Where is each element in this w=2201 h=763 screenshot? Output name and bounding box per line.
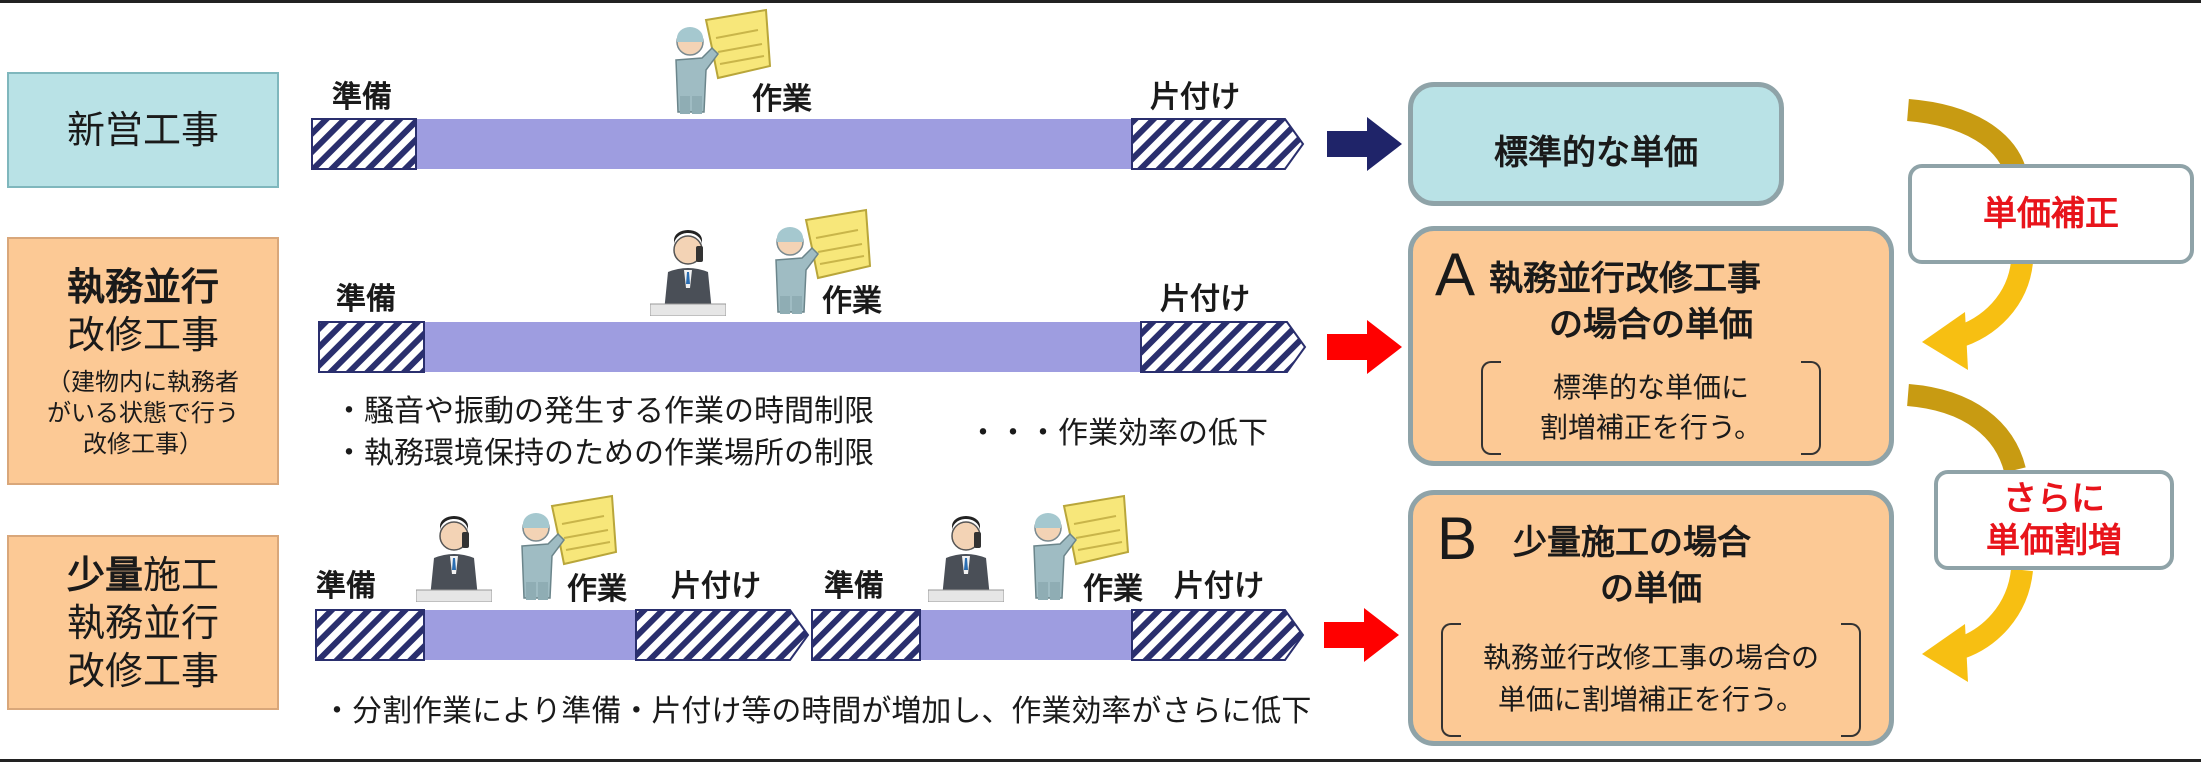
result-price-b: B 少量施工の場合 の単価 執務並行改修工事の場合の 単価に割増補正を行う。 — [1408, 490, 1894, 746]
curve-arrow-further-increase — [1906, 384, 2033, 682]
row-label-text: 改修工事 — [66, 312, 219, 357]
bottom-border — [0, 759, 2201, 762]
worker-posting-paper-icon — [658, 8, 776, 116]
result-body: 単価に割増補正を行う。 — [1497, 683, 1805, 716]
adjustment-text: 単価割増 — [1986, 521, 2122, 561]
phase-prep-label: 準備 — [332, 80, 392, 115]
bracket-right — [1801, 361, 1821, 455]
result-letter: B — [1437, 505, 1478, 572]
row-label-small-quantity: 少量施工 執務並行 改修工事 — [7, 535, 279, 710]
phase-work-label: 作業 — [1083, 572, 1143, 607]
phase-prep-label: 準備 — [336, 282, 396, 317]
arrow-to-price-b — [1324, 608, 1399, 662]
bracket-left — [1481, 361, 1501, 455]
row-label-bold-part: 少量 — [66, 552, 143, 597]
row-label-text: 新営工事 — [66, 108, 219, 152]
bar-cleanup — [1131, 118, 1305, 170]
adjustment-further-increase: さらに 単価割増 — [1934, 470, 2174, 570]
worker-posting-paper-icon — [758, 208, 876, 316]
timeline-concurrent — [318, 321, 1307, 373]
bracket-right — [1841, 623, 1861, 737]
result-body: 標準的な単価に — [1552, 371, 1749, 404]
bar-work — [319, 322, 1141, 372]
note-work-area-limit: ・執務環境保持のための作業場所の制限 — [334, 436, 874, 471]
note-efficiency-drop: ・・・作業効率の低下 — [968, 416, 1268, 451]
bar-prep — [315, 609, 425, 661]
phase-prep-label: 準備 — [316, 569, 376, 604]
arrow-to-price-a — [1327, 320, 1402, 374]
phase-cleanup-label: 片付け — [1160, 282, 1250, 317]
office-worker-phone-icon — [416, 514, 492, 602]
bar-cleanup — [1131, 609, 1305, 661]
result-title: 標準的な単価 — [1494, 133, 1698, 173]
phase-prep-label: 準備 — [824, 569, 884, 604]
worker-posting-paper-icon — [504, 494, 622, 602]
row-label-new-construction: 新営工事 — [7, 72, 279, 188]
note-split-work: ・分割作業により準備・片付け等の時間が増加し、作業効率がさらに低下 — [322, 694, 1312, 729]
result-body: 割増補正を行う。 — [1539, 411, 1763, 444]
curve-arrow-adjustment — [1906, 99, 2033, 370]
row-label-text: 少量施工 — [67, 551, 219, 599]
result-standard-price: 標準的な単価 — [1408, 82, 1784, 206]
phase-work-label: 作業 — [822, 284, 882, 319]
adjustment-price-correction: 単価補正 — [1908, 164, 2194, 264]
result-body: 執務並行改修工事の場合の — [1482, 641, 1819, 674]
row-label-note: がいる状態で行う — [47, 398, 239, 427]
bar-work — [312, 119, 1132, 169]
bar-cleanup — [1140, 321, 1307, 373]
row-label-concurrent-renovation: 執務並行 改修工事 （建物内に執務者 がいる状態で行う 改修工事） — [7, 237, 279, 485]
timeline-new-construction — [311, 118, 1305, 170]
note-noise-vibration: ・騒音や振動の発生する作業の時間制限 — [334, 394, 874, 429]
result-title: の単価 — [1600, 569, 1702, 609]
adjustment-text: さらに — [2003, 479, 2105, 519]
bracket-left — [1441, 623, 1461, 737]
phase-work-label: 作業 — [567, 572, 627, 607]
adjustment-text: 単価補正 — [1983, 194, 2119, 234]
row-label-text: 執務並行 — [66, 600, 219, 645]
top-border — [0, 0, 2201, 3]
arrow-to-standard-price — [1327, 117, 1402, 171]
worker-posting-paper-icon — [1016, 494, 1134, 602]
phase-cleanup-label: 片付け — [1150, 80, 1240, 115]
row-label-rest: 施工 — [143, 552, 220, 597]
phase-work-label: 作業 — [752, 82, 812, 117]
bar-prep — [318, 321, 425, 373]
result-letter: A — [1435, 241, 1476, 308]
bar-prep — [811, 609, 921, 661]
result-price-a: A 執務並行改修工事 の場合の単価 標準的な単価に 割増補正を行う。 — [1408, 226, 1894, 466]
office-worker-phone-icon — [928, 514, 1004, 602]
row-label-note: 改修工事） — [83, 429, 203, 458]
result-title: 執務並行改修工事 — [1489, 259, 1761, 299]
row-label-note: （建物内に執務者 — [47, 367, 239, 396]
row-label-text: 改修工事 — [66, 648, 219, 693]
result-title: の場合の単価 — [1549, 305, 1753, 345]
result-title: 少量施工の場合 — [1513, 523, 1751, 563]
office-worker-phone-icon — [650, 228, 726, 316]
bar-cleanup — [635, 609, 810, 661]
bar-prep — [311, 118, 417, 170]
timeline-small-quantity — [315, 609, 1305, 661]
phase-cleanup-label: 片付け — [671, 569, 761, 604]
phase-cleanup-label: 片付け — [1174, 569, 1264, 604]
row-label-text: 執務並行 — [66, 264, 219, 309]
